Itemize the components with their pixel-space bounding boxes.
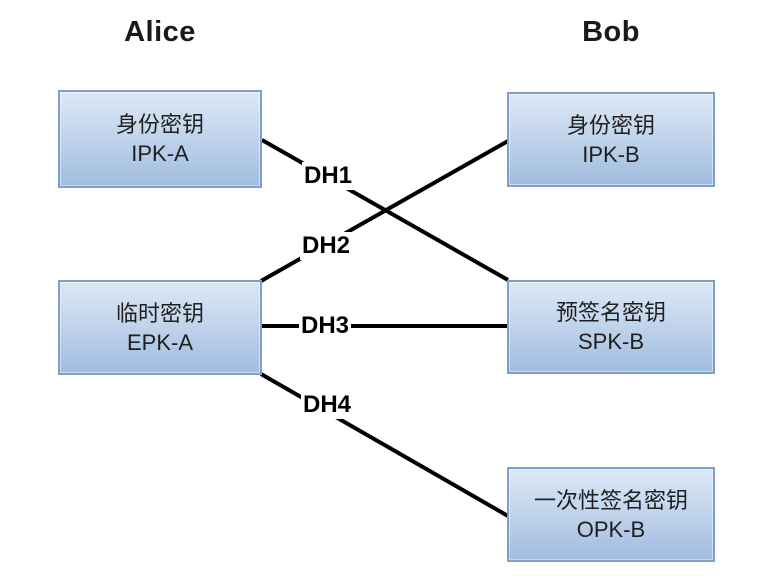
edge-label-dh3: DH3 — [299, 312, 352, 340]
node-epk-a: 临时密钥 EPK-A — [58, 280, 262, 375]
edge-dh4-line — [260, 372, 509, 518]
edge-label-dh1: DH1 — [302, 162, 355, 190]
node-opk-b-name: 一次性签名密钥 — [533, 487, 688, 513]
bob-column-title: Bob — [582, 16, 640, 48]
node-ipk-a-id: IPK-A — [131, 141, 189, 166]
node-opk-b-id: OPK-B — [576, 516, 646, 542]
node-ipk-b-id: IPK-B — [582, 141, 640, 167]
node-epk-a-name: 临时密钥 — [115, 300, 204, 326]
node-spk-b-id: SPK-B — [577, 329, 645, 354]
node-ipk-a: 身份密钥 IPK-A — [58, 90, 262, 188]
alice-column-title: Alice — [124, 16, 196, 48]
node-ipk-a-name: 身份密钥 — [115, 112, 204, 137]
node-ipk-b-name: 身份密钥 — [566, 112, 655, 138]
node-spk-b: 预签名密钥 SPK-B — [507, 280, 715, 374]
edge-label-dh2: DH2 — [300, 232, 353, 260]
node-ipk-b: 身份密钥 IPK-B — [507, 92, 715, 187]
node-opk-b: 一次性签名密钥 OPK-B — [507, 467, 715, 562]
edge-label-dh4: DH4 — [301, 391, 354, 419]
node-epk-a-id: EPK-A — [126, 329, 194, 355]
node-spk-b-name: 预签名密钥 — [555, 300, 666, 325]
